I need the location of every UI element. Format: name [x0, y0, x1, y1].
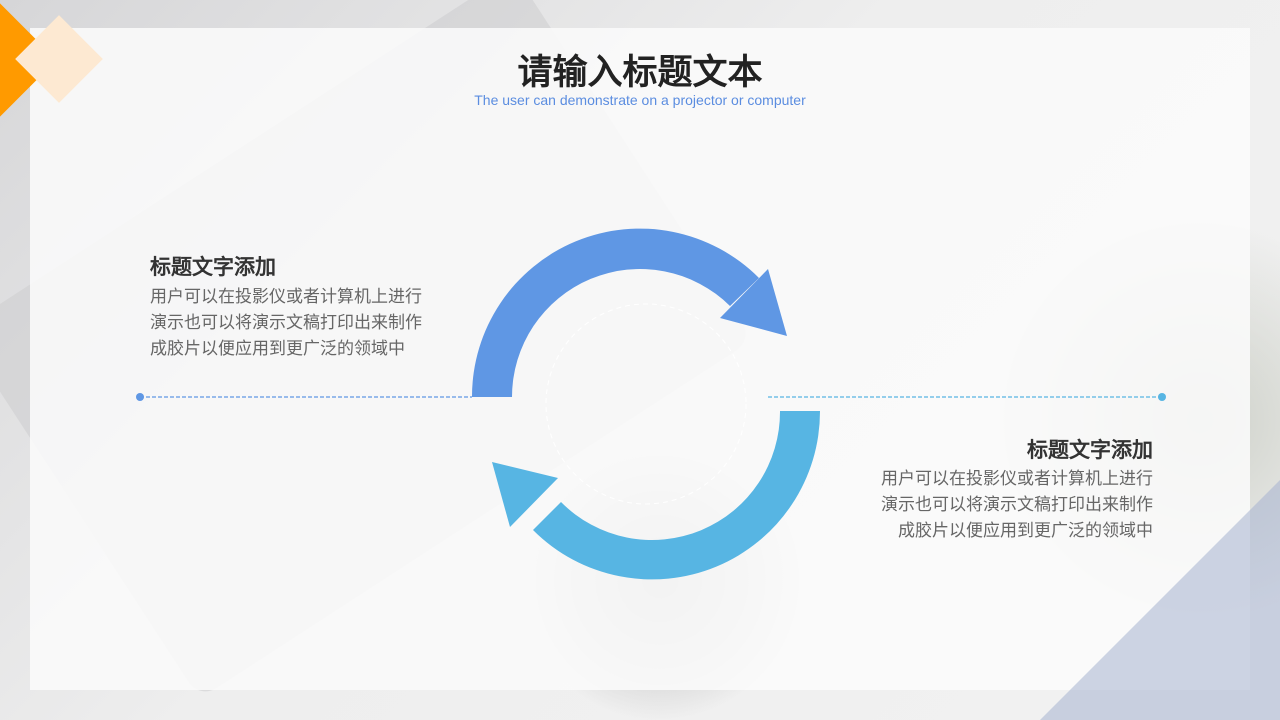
top-arrowhead [720, 269, 787, 336]
slide-title: 请输入标题文本 [517, 53, 763, 93]
left-body: 用户可以在投影仪或者计算机上进行演示也可以将演示文稿打印出来制作成胶片以便应用到… [150, 287, 422, 359]
left-connector-dot [136, 393, 144, 401]
blue-triangle-decoration [1040, 480, 1280, 720]
bottom-arrowhead [492, 462, 558, 527]
right-connector-dot [1158, 393, 1166, 401]
right-heading: 标题文字添加 [1027, 438, 1153, 462]
right-body: 用户可以在投影仪或者计算机上进行演示也可以将演示文稿打印出来制作成胶片以便应用到… [881, 469, 1153, 541]
left-heading: 标题文字添加 [150, 255, 276, 279]
top-arc-arrow [471, 228, 759, 397]
bottom-arc-arrow [533, 411, 821, 580]
dashed-circle [545, 303, 747, 505]
slide-subtitle: The user can demonstrate on a projector … [474, 92, 806, 108]
